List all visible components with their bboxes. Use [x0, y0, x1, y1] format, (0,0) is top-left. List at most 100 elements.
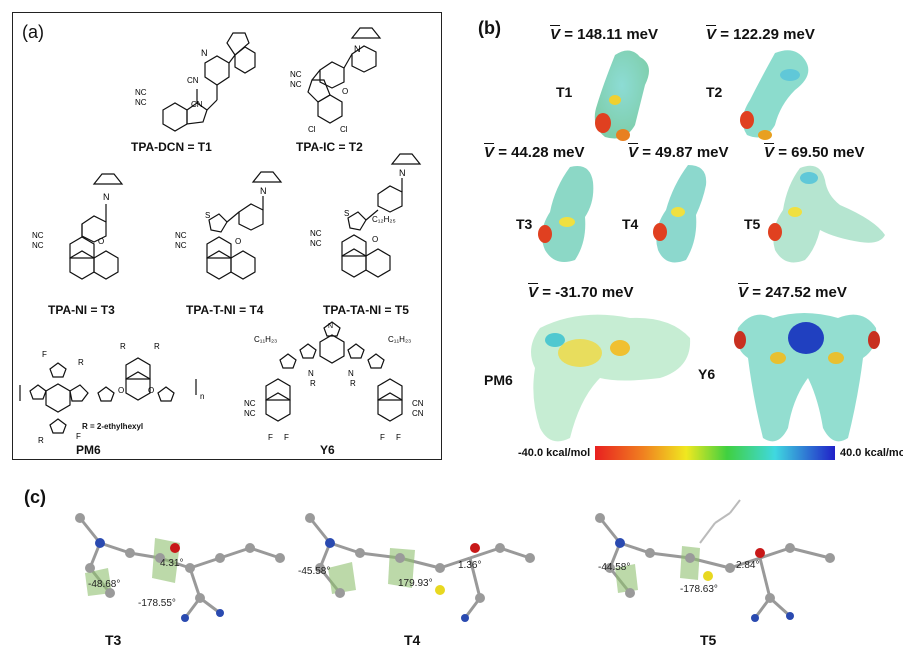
svg-text:NC: NC — [310, 239, 322, 248]
molecule-name-y6: Y6 — [320, 443, 335, 457]
struct-tag-t5: T5 — [700, 632, 717, 648]
esp-tag-y6: Y6 — [698, 366, 716, 382]
colorbar-min-label: -40.0 kcal/mol — [518, 447, 591, 459]
svg-text:N: N — [201, 48, 208, 58]
t3-angle-3: -178.55° — [138, 598, 176, 609]
struct-tag-t3: T3 — [105, 632, 122, 648]
t4-structure: N S NC NC O — [175, 171, 283, 280]
svg-text:C₁₁H₂₃: C₁₁H₂₃ — [388, 335, 411, 344]
svg-text:n: n — [200, 392, 204, 401]
svg-text:S: S — [344, 209, 349, 218]
esp-surface-t1 — [594, 50, 649, 141]
molecule-name-t2: TPA-IC = T2 — [296, 140, 363, 154]
svg-text:Cl: Cl — [340, 125, 348, 134]
svg-text:O: O — [342, 87, 348, 96]
ball-stick-t5 — [595, 499, 835, 622]
svg-text:F: F — [76, 432, 81, 441]
svg-text:NC: NC — [32, 241, 44, 250]
esp-value-pm6: V = -31.70 meV — [528, 284, 634, 301]
esp-tag-t2: T2 — [706, 84, 723, 100]
esp-surface-pm6 — [531, 314, 691, 442]
esp-value-t5: V = 69.50 meV — [764, 144, 865, 161]
svg-text:N: N — [328, 323, 333, 330]
molecule-name-pm6: PM6 — [76, 443, 101, 457]
t5-angle-2: -178.63° — [680, 584, 718, 595]
svg-text:CN: CN — [187, 76, 199, 85]
svg-text:N: N — [399, 168, 406, 178]
panel-b-label: (b) — [478, 18, 501, 38]
svg-text:NC: NC — [290, 80, 302, 89]
esp-surface-t4 — [653, 165, 707, 263]
t5-angle-3: 2.84° — [736, 560, 760, 571]
ball-stick-t3 — [75, 513, 285, 622]
svg-text:NC: NC — [135, 88, 147, 97]
esp-value-t1: V = 148.11 meV — [550, 26, 659, 43]
svg-text:Cl: Cl — [308, 125, 316, 134]
esp-value-t2: V = 122.29 meV — [706, 26, 815, 43]
svg-text:C₁₂H₂₅: C₁₂H₂₅ — [372, 215, 396, 224]
svg-text:NC: NC — [175, 241, 187, 250]
esp-value-t4: V = 49.87 meV — [628, 144, 729, 161]
t4-angle-2: 179.93° — [398, 578, 433, 589]
t3-angle-1: -48.68° — [88, 579, 121, 590]
esp-tag-pm6: PM6 — [484, 372, 513, 388]
svg-text:NC: NC — [32, 231, 44, 240]
svg-text:O: O — [235, 237, 241, 246]
pm6-structure: F R R R O O n R F — [19, 342, 204, 445]
t4-angle-3: 1.36° — [458, 560, 482, 571]
panel-c-label: (c) — [24, 487, 46, 507]
svg-text:NC: NC — [310, 229, 322, 238]
t5-structure: N S C₁₂H₂₅ NC NC O — [310, 153, 422, 278]
molecule-name-t1: TPA-DCN = T1 — [131, 140, 212, 154]
esp-tag-t4: T4 — [622, 216, 639, 232]
svg-text:NC: NC — [244, 409, 256, 418]
struct-tag-t4: T4 — [404, 632, 421, 648]
esp-value-y6: V = 247.52 meV — [738, 284, 847, 301]
t5-angle-1: -44.58° — [598, 562, 631, 573]
svg-text:CN: CN — [191, 100, 203, 109]
svg-text:CN: CN — [412, 409, 424, 418]
molecule-name-t4: TPA-T-NI = T4 — [186, 303, 264, 317]
svg-text:N: N — [348, 369, 354, 378]
svg-text:F: F — [284, 433, 289, 442]
svg-text:R: R — [310, 379, 316, 388]
t3-structure: N NC NC O — [32, 173, 124, 280]
svg-text:N: N — [103, 192, 110, 202]
svg-text:S: S — [205, 211, 210, 220]
svg-text:N: N — [354, 44, 361, 54]
svg-text:O: O — [372, 235, 378, 244]
svg-text:F: F — [396, 433, 401, 442]
svg-text:F: F — [268, 433, 273, 442]
svg-text:C₁₁H₂₃: C₁₁H₂₃ — [254, 335, 277, 344]
t1-structure: N NC NC CN CN — [135, 32, 256, 132]
esp-surface-y6 — [734, 313, 880, 442]
t3-angle-2: 4.31° — [160, 558, 184, 569]
panel-a-frame — [12, 12, 442, 460]
esp-tag-t5: T5 — [744, 216, 761, 232]
svg-text:NC: NC — [175, 231, 187, 240]
panel-a-label: (a) — [22, 22, 44, 42]
svg-text:R: R — [38, 436, 44, 445]
molecule-name-t5: TPA-TA-NI = T5 — [323, 303, 409, 317]
esp-tag-t3: T3 — [516, 216, 533, 232]
t4-angle-1: -45.58° — [298, 566, 331, 577]
esp-surface-t3 — [538, 166, 594, 263]
svg-text:N: N — [260, 186, 267, 196]
svg-text:NC: NC — [244, 399, 256, 408]
svg-text:R: R — [154, 342, 160, 351]
esp-surface-t5 — [768, 165, 885, 263]
esp-value-t3: V = 44.28 meV — [484, 144, 585, 161]
svg-text:O: O — [118, 386, 124, 395]
svg-text:R: R — [350, 379, 356, 388]
esp-tag-t1: T1 — [556, 84, 573, 100]
svg-text:F: F — [380, 433, 385, 442]
y6-structure: C₁₁H₂₃ C₁₁H₂₃ N N N R R NC NC CN CN F F … — [244, 321, 424, 442]
svg-text:CN: CN — [412, 399, 424, 408]
svg-text:NC: NC — [290, 70, 302, 79]
molecule-name-t3: TPA-NI = T3 — [48, 303, 115, 317]
t2-structure: N NC NC O Cl Cl — [290, 27, 382, 134]
svg-text:N: N — [308, 369, 314, 378]
svg-text:O: O — [148, 386, 154, 395]
esp-surface-t2 — [740, 50, 809, 140]
esp-colorbar — [595, 446, 835, 460]
